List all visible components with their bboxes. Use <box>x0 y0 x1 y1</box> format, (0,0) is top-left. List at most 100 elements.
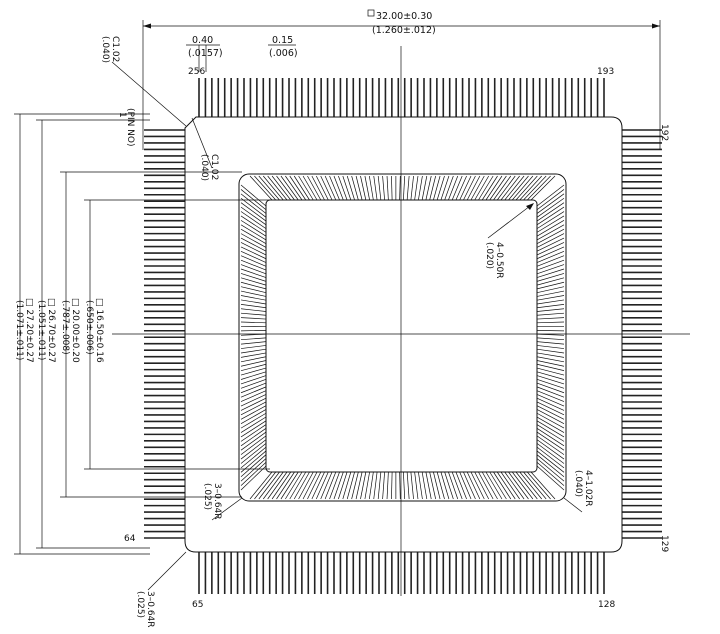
bond-lead <box>240 356 267 363</box>
bond-lead <box>240 386 267 398</box>
inner-radius-leader <box>487 205 531 239</box>
bond-lead <box>536 220 565 237</box>
bond-lead <box>536 424 565 442</box>
bond-lead <box>536 259 565 271</box>
dim-20-00-metric: □ 20.00±0.20 <box>70 298 80 363</box>
bond-lead <box>403 471 406 500</box>
bond-lead <box>519 471 543 500</box>
bond-lead <box>536 465 565 491</box>
bond-lead <box>536 371 565 380</box>
bond-lead <box>418 175 423 201</box>
die-ring-outer <box>238 173 567 502</box>
bond-lead <box>536 215 565 233</box>
bond-lead <box>298 471 314 500</box>
bond-lead <box>360 175 367 201</box>
bond-lead <box>536 206 565 226</box>
bond-lead <box>429 471 436 500</box>
lower-radius-a-metric: 3–0.64R <box>212 483 222 520</box>
bond-lead <box>536 295 565 301</box>
bond-lead <box>240 259 267 271</box>
bond-lead <box>240 367 267 376</box>
bond-lead <box>276 175 295 201</box>
bond-lead <box>478 471 494 500</box>
bond-lead <box>489 175 507 201</box>
bond-lead <box>433 175 441 201</box>
bond-lead <box>391 471 393 500</box>
top-dimension-arrow-left <box>143 23 151 29</box>
bond-lead <box>448 471 459 500</box>
bond-lead <box>536 416 565 433</box>
bond-lead <box>240 197 267 218</box>
top-dimension-metric: 32.00±0.30 <box>376 11 432 22</box>
bond-lead <box>240 416 267 433</box>
pitch-inch: (.0157) <box>188 48 223 59</box>
bond-lead <box>536 246 565 260</box>
bond-lead <box>351 471 359 500</box>
bond-lead <box>536 386 565 398</box>
bond-lead <box>249 175 273 201</box>
bond-lead <box>240 286 267 294</box>
bond-lead <box>240 228 267 244</box>
lower-radius-b-metric: 3–0.64R <box>145 591 155 628</box>
bond-lead <box>240 454 267 478</box>
bond-lead <box>536 299 565 305</box>
bond-lead <box>240 394 267 407</box>
lead-width-metric: 0.15 <box>272 35 293 46</box>
bond-lead <box>410 175 414 201</box>
bond-lead <box>240 337 267 341</box>
outer-radius-inch: (.040) <box>573 470 583 497</box>
bond-lead <box>478 175 494 201</box>
bond-lead <box>536 189 565 211</box>
bond-lead <box>307 471 322 500</box>
bond-lead <box>536 250 565 263</box>
bond-lead <box>364 471 370 500</box>
bond-lead <box>500 175 520 201</box>
bond-lead <box>421 471 428 500</box>
bond-lead <box>240 202 267 222</box>
dim-26-70-inch: (1.051±.011) <box>36 300 46 360</box>
bond-lead <box>240 371 267 380</box>
bond-lead <box>536 439 565 460</box>
bond-lead <box>433 471 441 500</box>
pin-one-number: 1 <box>117 112 127 118</box>
bond-lead <box>240 401 267 416</box>
lower-radius-leader-a <box>211 497 243 521</box>
bond-lead <box>364 175 370 201</box>
bond-lead <box>377 175 382 201</box>
bond-lead <box>342 471 352 500</box>
bond-lead <box>496 175 516 201</box>
bond-lead <box>536 341 565 345</box>
bond-lead <box>240 206 267 226</box>
bond-lead <box>285 175 303 201</box>
bond-lead <box>240 215 267 233</box>
bond-lead <box>436 175 445 201</box>
bond-lead <box>333 175 344 201</box>
bond-lead <box>360 471 367 500</box>
die-cavity <box>265 199 538 473</box>
bond-lead <box>536 228 565 244</box>
bond-lead <box>474 175 489 201</box>
bond-lead <box>355 471 363 500</box>
bond-lead <box>536 390 565 402</box>
bond-lead <box>240 246 267 260</box>
bond-lead <box>536 412 565 429</box>
bond-lead <box>382 175 385 201</box>
outer-chamfer-metric: C1.02 <box>110 36 120 62</box>
bond-lead <box>536 431 565 451</box>
outer-radius-leader <box>563 497 583 513</box>
bond-lead <box>289 471 307 500</box>
bond-lead <box>536 237 565 252</box>
bond-lead <box>523 471 547 500</box>
bond-lead <box>536 435 565 455</box>
bond-lead <box>511 175 534 201</box>
bond-lead <box>240 299 267 305</box>
bond-lead <box>410 471 414 500</box>
bond-lead <box>536 394 565 407</box>
bond-lead <box>515 175 538 201</box>
bond-lead <box>307 175 322 201</box>
bond-lead <box>536 363 565 371</box>
bond-lead <box>289 175 307 201</box>
bond-lead <box>536 202 565 222</box>
bond-lead <box>463 471 476 500</box>
